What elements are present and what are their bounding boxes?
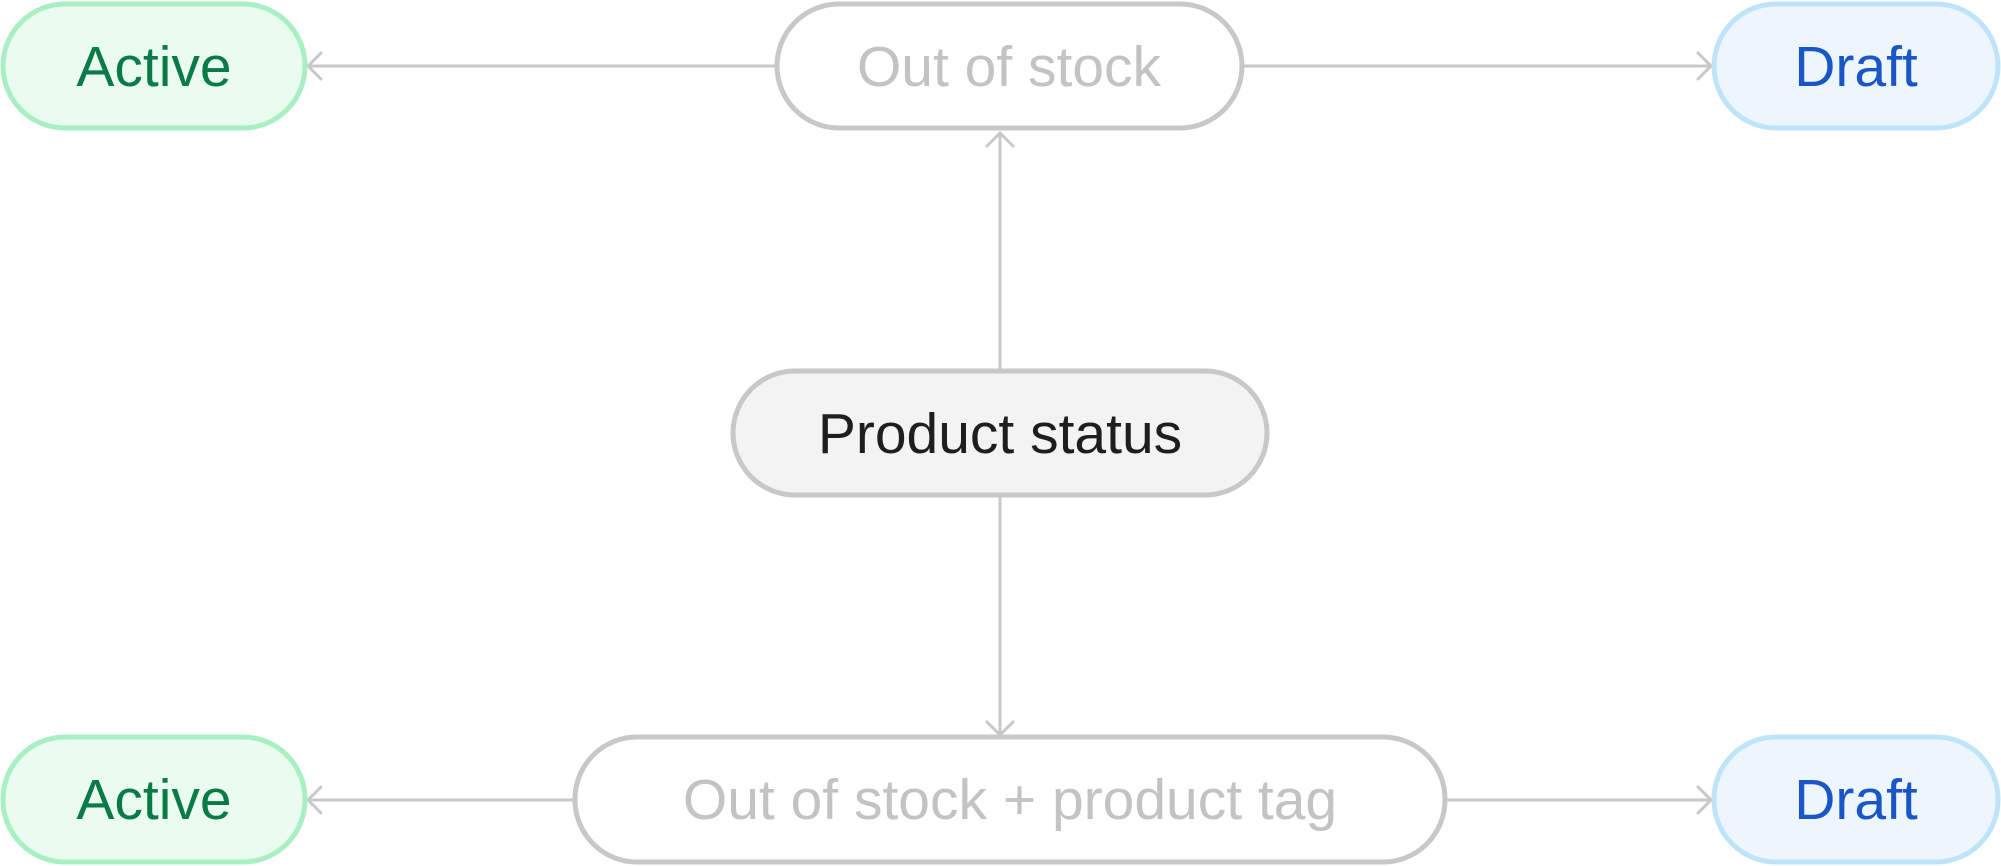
- arrowhead-top-condition: [985, 131, 1015, 148]
- top-active-box: [0, 1, 308, 131]
- top-draft-node: Draft: [1711, 1, 2001, 131]
- top-draft-label: Draft: [1794, 35, 1918, 99]
- arrowhead-top-draft: [1696, 51, 1713, 81]
- top-condition-label: Out of stock: [857, 35, 1162, 99]
- bottom-active-node: Active: [0, 734, 308, 865]
- bottom-condition-box: [572, 734, 1448, 865]
- top-active-node: Active: [0, 1, 308, 131]
- top-condition-box: [774, 1, 1245, 131]
- center-node-box: [730, 368, 1270, 498]
- center-node: Product status: [730, 368, 1270, 498]
- bottom-active-box: [0, 734, 308, 865]
- bottom-active-label: Active: [76, 768, 231, 832]
- bottom-condition-label: Out of stock + product tag: [683, 768, 1337, 832]
- arrowhead-bottom-active: [306, 785, 323, 815]
- bottom-draft-label: Draft: [1794, 768, 1918, 832]
- arrowhead-bottom-draft: [1696, 785, 1713, 815]
- bottom-condition-node: Out of stock + product tag: [572, 734, 1448, 865]
- bottom-draft-box: [1711, 734, 2001, 865]
- connectors: [306, 51, 1713, 815]
- bottom-draft-node: Draft: [1711, 734, 2001, 865]
- arrowhead-top-active: [306, 51, 323, 81]
- top-draft-box: [1711, 1, 2001, 131]
- center-node-label: Product status: [818, 402, 1182, 466]
- top-condition-node: Out of stock: [774, 1, 1245, 131]
- top-active-label: Active: [76, 35, 231, 99]
